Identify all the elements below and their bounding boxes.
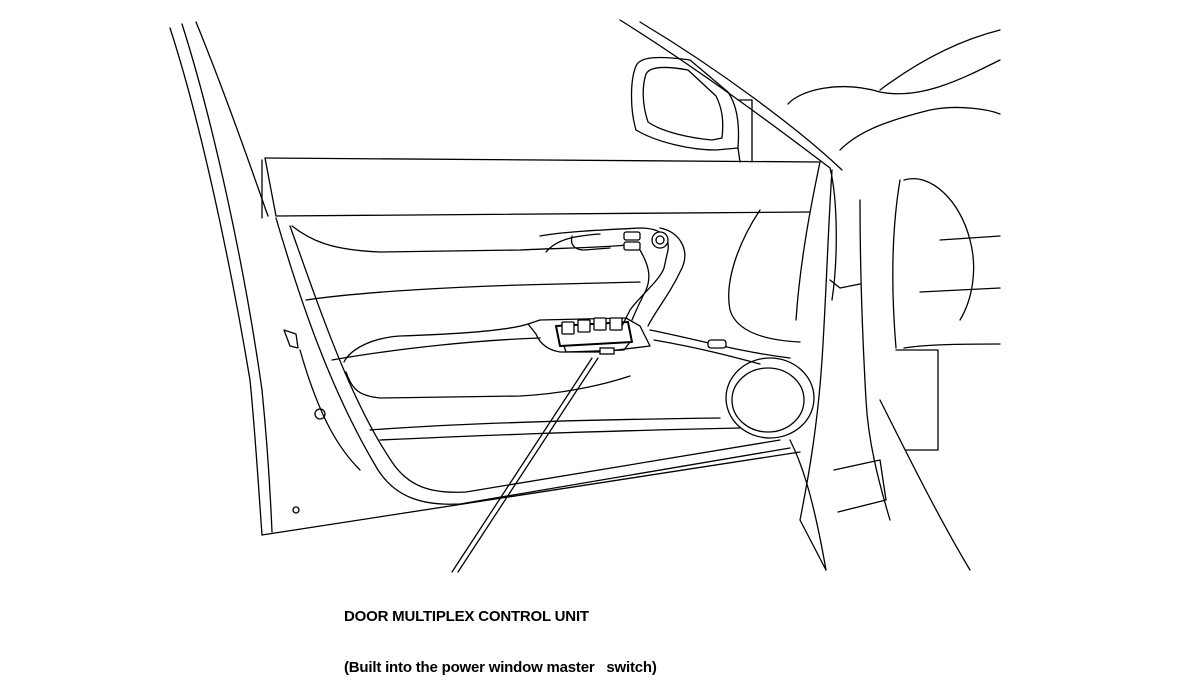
seat xyxy=(728,29,1001,571)
door-speaker xyxy=(649,329,815,439)
callout-label: DOOR MULTIPLEX CONTROL UNIT (Built into … xyxy=(344,574,657,693)
door-outer-frame xyxy=(169,21,821,536)
side-mirror xyxy=(630,56,753,163)
door-illustration xyxy=(169,19,1001,573)
door-trim-panel xyxy=(275,217,791,505)
power-window-master-switch xyxy=(555,317,633,355)
a-pillar xyxy=(619,19,843,571)
callout-subtitle: (Built into the power window master swit… xyxy=(344,659,657,676)
lock-switch-cluster xyxy=(623,231,669,251)
door-fasteners xyxy=(283,329,326,514)
callout-leader-line xyxy=(451,357,593,573)
callout-title: DOOR MULTIPLEX CONTROL UNIT xyxy=(344,608,589,625)
